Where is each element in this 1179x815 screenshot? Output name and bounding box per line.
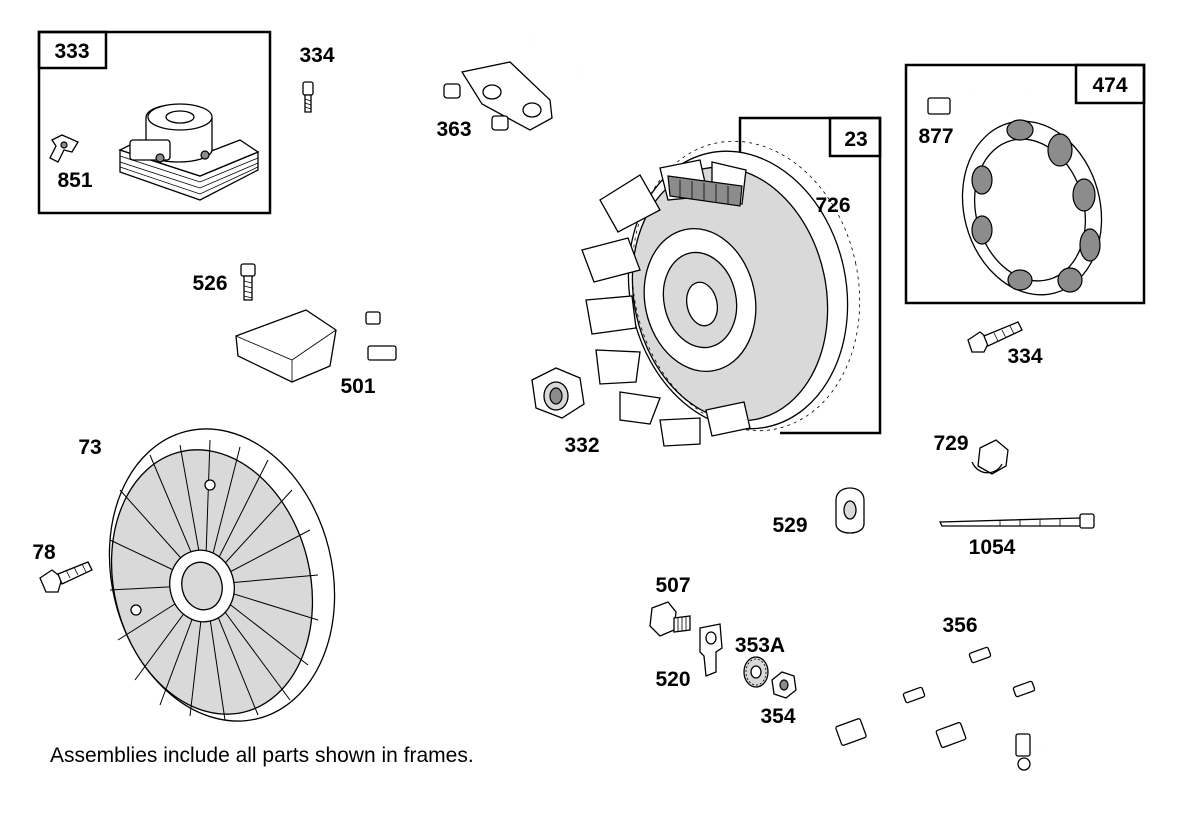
label-726: 726 bbox=[815, 194, 850, 217]
flywheel-puller-363-part bbox=[443, 39, 582, 131]
frame-23: 23 bbox=[738, 116, 882, 435]
screw-334-right-part bbox=[967, 321, 1023, 353]
label-729: 729 bbox=[933, 432, 968, 455]
label-334-top: 334 bbox=[299, 44, 334, 67]
nut-354-part bbox=[771, 671, 797, 699]
frame-23-label: 23 bbox=[844, 128, 867, 151]
screw-78-part bbox=[39, 561, 93, 593]
label-356: 356 bbox=[942, 614, 977, 637]
tie-strap-1054-part bbox=[938, 513, 1095, 529]
wire-harness-356-part bbox=[835, 637, 1106, 771]
elbow-connector-851-part bbox=[49, 134, 79, 163]
grommet-529-part bbox=[835, 487, 865, 534]
label-332: 332 bbox=[564, 434, 599, 457]
label-529: 529 bbox=[772, 514, 807, 537]
screw-526-part bbox=[240, 263, 256, 301]
screw-334-top-part bbox=[302, 81, 314, 113]
label-354: 354 bbox=[760, 705, 795, 728]
label-334-right: 334 bbox=[1007, 345, 1042, 368]
regulator-501-part bbox=[235, 307, 397, 383]
flywheel-part bbox=[581, 140, 861, 447]
bracket-520-part bbox=[699, 623, 723, 677]
label-526: 526 bbox=[192, 272, 227, 295]
frame-474: 474 bbox=[904, 63, 1146, 305]
alternator-stator-part bbox=[927, 86, 1103, 296]
frame-474-label: 474 bbox=[1092, 74, 1127, 97]
rotating-screen-73-part bbox=[108, 428, 336, 722]
label-851: 851 bbox=[57, 169, 92, 192]
frame-333: 333 bbox=[37, 30, 272, 215]
label-877: 877 bbox=[918, 125, 953, 148]
label-507: 507 bbox=[655, 574, 690, 597]
label-1054: 1054 bbox=[969, 536, 1016, 559]
label-73: 73 bbox=[78, 436, 101, 459]
label-363: 363 bbox=[436, 118, 471, 141]
flywheel-nut-332-part bbox=[531, 367, 585, 419]
ignition-coil-part bbox=[89, 40, 260, 201]
label-520: 520 bbox=[655, 668, 690, 691]
label-501: 501 bbox=[340, 375, 375, 398]
label-353a: 353A bbox=[735, 634, 785, 657]
footnote: Assemblies include all parts shown in fr… bbox=[50, 744, 474, 767]
wire-clip-729-part bbox=[971, 439, 1009, 475]
switch-507-part bbox=[649, 601, 691, 637]
label-78: 78 bbox=[32, 541, 56, 564]
frame-333-label: 333 bbox=[54, 40, 89, 63]
lockwasher-353a-part bbox=[743, 656, 769, 688]
